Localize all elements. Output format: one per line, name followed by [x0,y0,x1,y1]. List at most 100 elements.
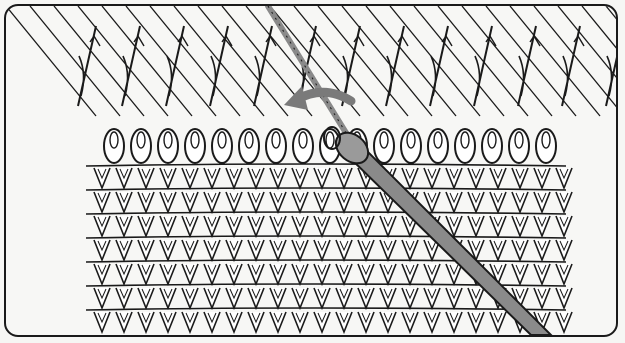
knit-stitch [204,240,220,260]
knit-stitch [248,264,264,284]
knit-stitch [160,240,176,260]
knit-stitch [358,240,374,260]
knit-stitch [160,216,176,236]
knit-stitch [226,168,242,188]
knit-stitch [534,240,550,260]
stitch-loop-icon [131,129,151,163]
knit-stitch [226,240,242,260]
knit-stitch [204,264,220,284]
knit-stitch [138,264,154,284]
knit-stitch [402,312,418,332]
knit-stitch [138,312,154,332]
bed-groove [414,6,504,116]
knit-stitch [160,192,176,212]
stitch-loop-icon [212,129,232,163]
bed-groove [6,6,96,116]
latch-needle-icon [122,26,144,106]
knit-stitch [182,216,198,236]
rotation-arrow-icon [284,86,351,110]
stitch-loop-icon [374,129,394,163]
knit-stitch [556,216,572,236]
knit-stitch [424,264,440,284]
knit-stitch [556,240,572,260]
knit-stitch [534,264,550,284]
knit-stitch [270,192,286,212]
knit-stitch [534,168,550,188]
knit-stitch [248,168,264,188]
knit-stitch [446,288,462,308]
knit-stitch [402,240,418,260]
knit-stitch [116,192,132,212]
knit-stitch [336,264,352,284]
knit-stitch [182,240,198,260]
knit-stitch [248,312,264,332]
stitch-loop-icon [266,129,286,163]
latch-needle-icon [562,26,584,106]
knit-stitch [160,264,176,284]
knit-stitch [292,192,308,212]
knit-stitch [468,216,484,236]
knit-stitch [314,240,330,260]
knit-stitch [336,288,352,308]
knit-stitch [336,312,352,332]
bed-groove [318,6,408,116]
knit-stitch [512,264,528,284]
diagram-frame [4,4,618,337]
knit-stitch [468,192,484,212]
knit-stitch [512,216,528,236]
knit-stitch [292,216,308,236]
fabric-course [86,260,566,262]
fabric-course [86,188,566,190]
knit-stitch [424,312,440,332]
knit-stitch [556,312,572,332]
knit-stitch [182,288,198,308]
knit-stitch [336,240,352,260]
knit-stitch [182,192,198,212]
knit-stitch [160,168,176,188]
knit-stitch [468,312,484,332]
knit-stitch [270,168,286,188]
knit-stitch [204,192,220,212]
knit-stitch [556,192,572,212]
knit-stitch [292,168,308,188]
knit-stitch [556,264,572,284]
knit-stitch [138,240,154,260]
bed-groove [366,6,456,116]
knit-stitch [336,192,352,212]
knit-stitch [270,240,286,260]
knit-stitch [556,168,572,188]
stitch-loop-icon [509,129,529,163]
stitch-loop-icon [104,129,124,163]
latch-needle-icon [474,26,496,106]
knit-stitch [94,264,110,284]
bed-groove [150,6,240,116]
bed-groove [30,6,120,116]
stitch-loop-icon [536,129,556,163]
knit-stitch [94,288,110,308]
knit-stitch [490,216,506,236]
knit-stitch [116,264,132,284]
knit-stitch [226,216,242,236]
knit-stitch [270,288,286,308]
knit-stitch [292,312,308,332]
knit-stitch [468,168,484,188]
knit-stitch [402,168,418,188]
knit-stitch [292,288,308,308]
fabric-course [86,236,566,238]
knit-stitch [314,288,330,308]
knit-stitch [226,264,242,284]
bed-groove [174,6,264,116]
bed-groove [54,6,144,116]
bed-groove [390,6,480,116]
stitch-loop-icon [482,129,502,163]
stitch-loop-icon [428,129,448,163]
knit-stitch [314,192,330,212]
knit-stitch [446,312,462,332]
knit-stitch [182,312,198,332]
knit-stitch [490,192,506,212]
knit-stitch [182,264,198,284]
knit-stitch [138,288,154,308]
knit-stitch [380,240,396,260]
knit-stitch [204,216,220,236]
knit-stitch [490,240,506,260]
